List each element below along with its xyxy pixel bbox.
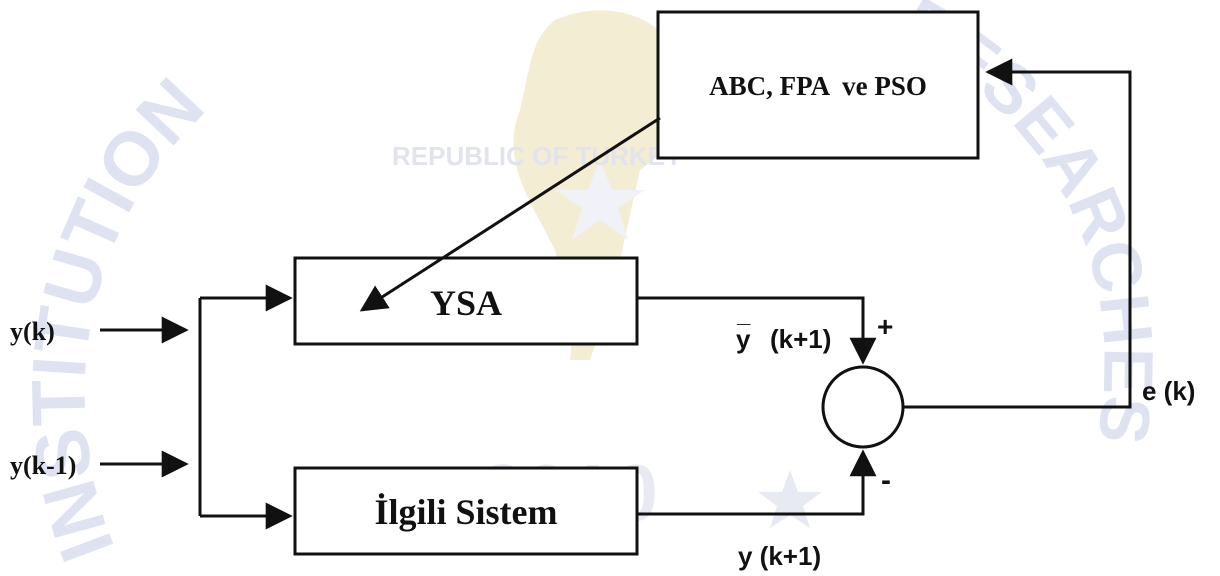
y-next-label: y (k+1) xyxy=(738,541,821,571)
watermark-center-text: REPUBLIC OF TURKEY xyxy=(392,141,682,171)
optimizer-to-ann-line xyxy=(359,116,661,312)
yhat-rest: (k+1) xyxy=(770,324,831,354)
plant-label: İlgili Sistem xyxy=(374,492,557,532)
watermark-star-icon xyxy=(758,470,822,528)
optimizer-label: ABC, FPA ve PSO xyxy=(709,71,927,101)
plant-block: İlgili Sistem xyxy=(293,466,639,556)
watermark-emblem xyxy=(513,10,687,360)
input-yk1-label: y(k-1) xyxy=(10,451,76,480)
ann-block: YSA xyxy=(293,256,639,346)
error-feedback-line xyxy=(903,58,1132,409)
connections xyxy=(100,58,1132,530)
yhat-y: y xyxy=(736,324,751,354)
plant-output-line xyxy=(637,449,877,516)
yhat-bar: _ xyxy=(736,301,751,328)
plus-sign: + xyxy=(877,311,893,342)
minus-sign: - xyxy=(881,464,891,497)
optimizer-block: ABC, FPA ve PSO xyxy=(656,10,980,160)
summing-junction xyxy=(821,365,905,449)
ann-output-line xyxy=(637,296,877,365)
ann-label: YSA xyxy=(430,283,502,323)
input-yk-label: y(k) xyxy=(10,317,55,346)
yhat-label: _ y (k+1) xyxy=(736,301,831,354)
error-label: e (k) xyxy=(1142,376,1195,406)
